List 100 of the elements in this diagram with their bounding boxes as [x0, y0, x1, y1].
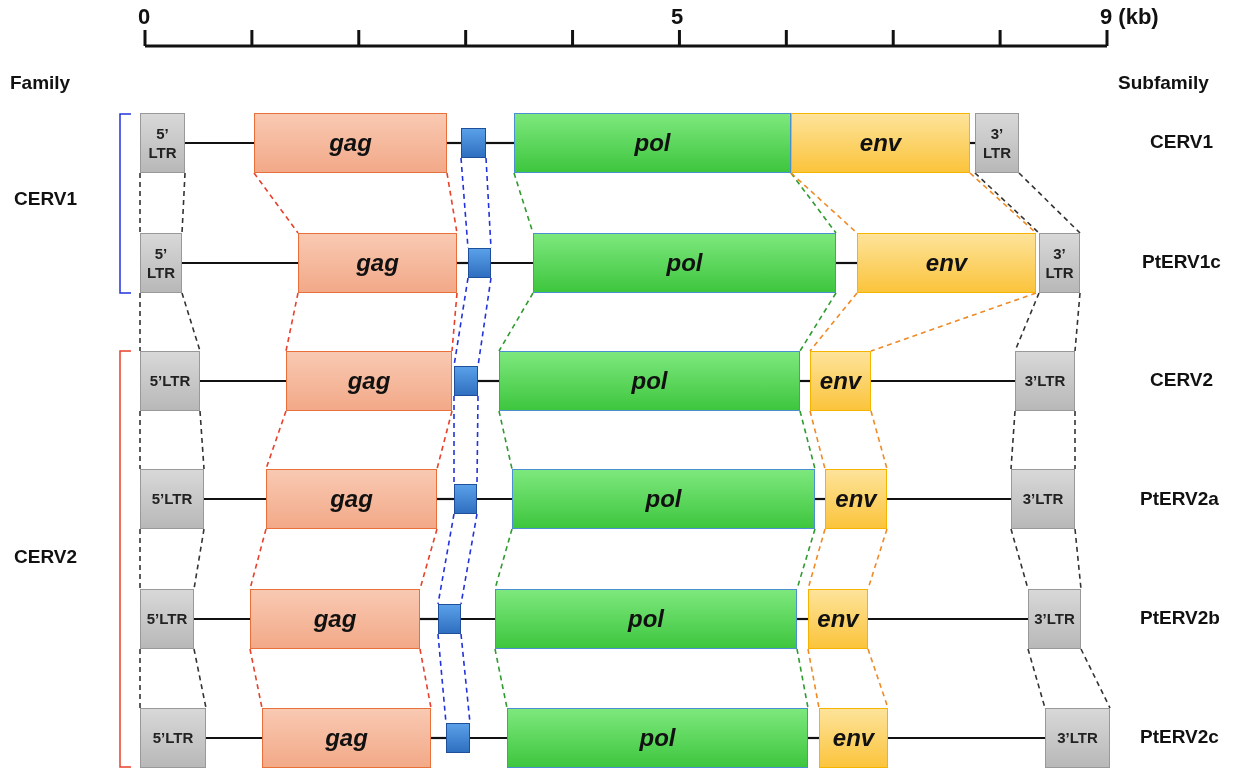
dashed-connector — [451, 292, 458, 352]
ltr-box: 3’LTR — [1028, 589, 1081, 649]
domain-box — [454, 484, 477, 514]
ltr-box: 5’LTR — [140, 351, 200, 411]
env-gene-box: env — [791, 113, 970, 173]
domain-box — [454, 366, 478, 396]
subfamily-label: PtERV2b — [1140, 607, 1220, 629]
dashed-connector — [139, 292, 141, 352]
dashed-connector — [1018, 172, 1081, 234]
gag-gene-box: gag — [250, 589, 420, 649]
domain-box — [446, 723, 470, 753]
env-gene-box: env — [825, 469, 887, 529]
ltr-box: 5’ LTR — [140, 233, 182, 293]
pol-gene-box: pol — [514, 113, 791, 173]
dashed-connector — [1010, 410, 1016, 470]
subfamily-label: PtERV2c — [1140, 726, 1219, 748]
dashed-connector — [436, 410, 453, 470]
dashed-connector — [498, 410, 513, 470]
backbone-line — [470, 736, 507, 740]
backbone-line — [888, 736, 1045, 740]
ltr-box: 3’LTR — [1015, 351, 1075, 411]
env-gene-box: env — [810, 351, 871, 411]
dashed-connector — [249, 648, 263, 709]
backbone-line — [887, 497, 1011, 501]
dashed-connector — [285, 292, 299, 352]
dashed-connector — [446, 172, 458, 234]
ltr-box: 5’LTR — [140, 589, 194, 649]
gag-gene-box: gag — [254, 113, 447, 173]
gag-gene-box: gag — [266, 469, 437, 529]
pol-gene-box: pol — [507, 708, 808, 768]
backbone-line — [457, 261, 468, 265]
dashed-connector — [193, 648, 207, 709]
dashed-connector — [1074, 528, 1082, 590]
domain-box — [468, 248, 491, 278]
dashed-connector — [437, 513, 455, 605]
subfamily-label: CERV1 — [1150, 131, 1213, 153]
gag-gene-box: gag — [286, 351, 452, 411]
backbone-line — [491, 261, 533, 265]
ltr-box: 3’ LTR — [1039, 233, 1080, 293]
backbone-line — [182, 261, 298, 265]
column-header: Subfamily — [1118, 72, 1209, 94]
dashed-connector — [139, 172, 141, 234]
dashed-connector — [807, 648, 820, 709]
dashed-connector — [809, 292, 858, 352]
dashed-connector — [139, 648, 141, 709]
pol-gene-box: pol — [495, 589, 797, 649]
subfamily-label: PtERV2a — [1140, 488, 1219, 510]
dashed-connector — [1074, 410, 1076, 470]
dashed-connector — [809, 410, 826, 470]
dashed-connector — [419, 648, 432, 709]
backbone-line — [420, 617, 438, 621]
gag-gene-box: gag — [262, 708, 431, 768]
backbone-line — [200, 379, 286, 383]
dashed-connector — [799, 410, 816, 470]
ltr-box: 5’LTR — [140, 469, 204, 529]
dashed-connector — [181, 292, 201, 352]
backbone-line — [477, 497, 512, 501]
dashed-connector — [870, 292, 1037, 352]
column-header: Family — [10, 72, 71, 94]
backbone-line — [797, 617, 808, 621]
dashed-connector — [139, 528, 141, 590]
backbone-line — [461, 617, 495, 621]
dashed-connector — [181, 172, 186, 234]
dashed-connector — [253, 172, 299, 234]
ltr-box: 3’ LTR — [975, 113, 1019, 173]
backbone-line — [194, 617, 250, 621]
ltr-box: 5’LTR — [140, 708, 206, 768]
dashed-connector — [193, 528, 205, 590]
pol-gene-box: pol — [533, 233, 836, 293]
gag-gene-box: gag — [298, 233, 457, 293]
dashed-connector — [790, 172, 858, 234]
backbone-line — [204, 497, 266, 501]
backbone-line — [871, 379, 1015, 383]
backbone-line — [486, 141, 514, 145]
ltr-box: 3’LTR — [1011, 469, 1075, 529]
dashed-connector — [799, 292, 837, 352]
dashed-connector — [265, 410, 287, 470]
backbone-line — [478, 379, 499, 383]
pol-gene-box: pol — [512, 469, 815, 529]
ltr-box: 3’LTR — [1045, 708, 1110, 768]
dashed-connector — [199, 410, 205, 470]
dashed-connector — [790, 172, 837, 234]
env-gene-box: env — [808, 589, 868, 649]
tick-label: 9 (kb) — [1100, 4, 1159, 30]
tick-label: 0 — [138, 4, 151, 30]
subfamily-label: PtERV1c — [1142, 251, 1221, 273]
family-label: CERV2 — [14, 546, 77, 568]
backbone-line — [800, 379, 810, 383]
family-label: CERV1 — [14, 188, 77, 210]
ltr-box: 5’ LTR — [140, 113, 185, 173]
dashed-connector — [476, 395, 479, 485]
env-gene-box: env — [819, 708, 888, 768]
tick-label: 5 — [671, 4, 684, 30]
backbone-line — [437, 497, 454, 501]
dashed-connector — [453, 395, 455, 485]
domain-box — [461, 128, 486, 158]
dashed-connector — [1027, 648, 1046, 709]
dashed-connector — [139, 410, 141, 470]
dashed-connector — [1074, 292, 1081, 352]
backbone-line — [206, 736, 262, 740]
